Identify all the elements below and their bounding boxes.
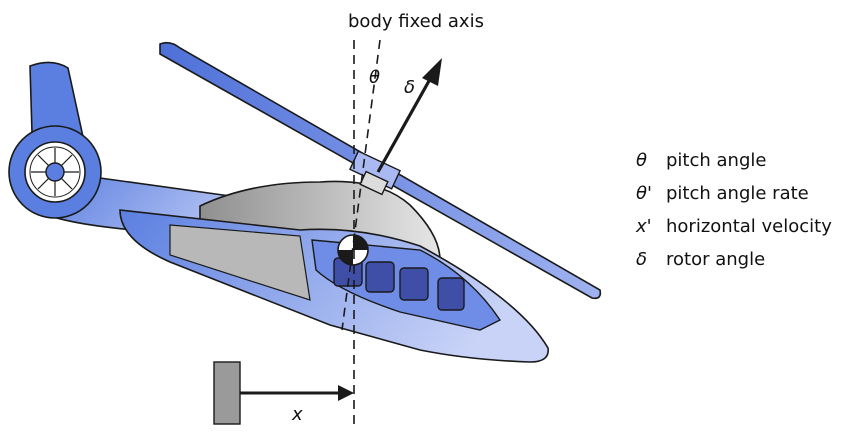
legend-label: horizontal velocity bbox=[666, 216, 832, 237]
window bbox=[365, 261, 395, 293]
cabin-windows bbox=[333, 257, 465, 311]
rotor-thrust-arrow bbox=[376, 71, 436, 173]
position-label: x bbox=[291, 404, 303, 425]
theta-angle-label: θ bbox=[369, 67, 380, 88]
position-arrow-head-icon bbox=[338, 385, 354, 401]
arrow-head-icon bbox=[422, 58, 442, 86]
legend-label: pitch angle bbox=[666, 150, 767, 171]
tail-rotor-fan bbox=[8, 125, 102, 219]
reference-wall bbox=[213, 361, 241, 425]
legend-label: rotor angle bbox=[666, 249, 766, 270]
rotor-hub bbox=[348, 150, 402, 196]
legend-item: θ pitch angle bbox=[636, 150, 832, 183]
delta-angle-label: δ bbox=[404, 77, 415, 98]
legend-item: θ' pitch angle rate bbox=[636, 183, 832, 216]
legend-symbol: θ bbox=[636, 150, 648, 171]
legend-item: δ rotor angle bbox=[636, 249, 832, 282]
body-fixed-axis-line bbox=[341, 39, 381, 331]
window bbox=[437, 277, 465, 311]
gray-side-panel bbox=[169, 224, 311, 301]
legend: θ pitch angle θ' pitch angle rate x' hor… bbox=[636, 150, 832, 282]
legend-symbol: x' bbox=[636, 216, 652, 237]
legend-symbol: δ bbox=[636, 249, 648, 270]
axis-label: body fixed axis bbox=[348, 11, 484, 32]
legend-item: x' horizontal velocity bbox=[636, 216, 832, 249]
legend-symbol: θ' bbox=[636, 183, 652, 204]
window bbox=[399, 267, 429, 301]
legend-label: pitch angle rate bbox=[666, 183, 809, 204]
